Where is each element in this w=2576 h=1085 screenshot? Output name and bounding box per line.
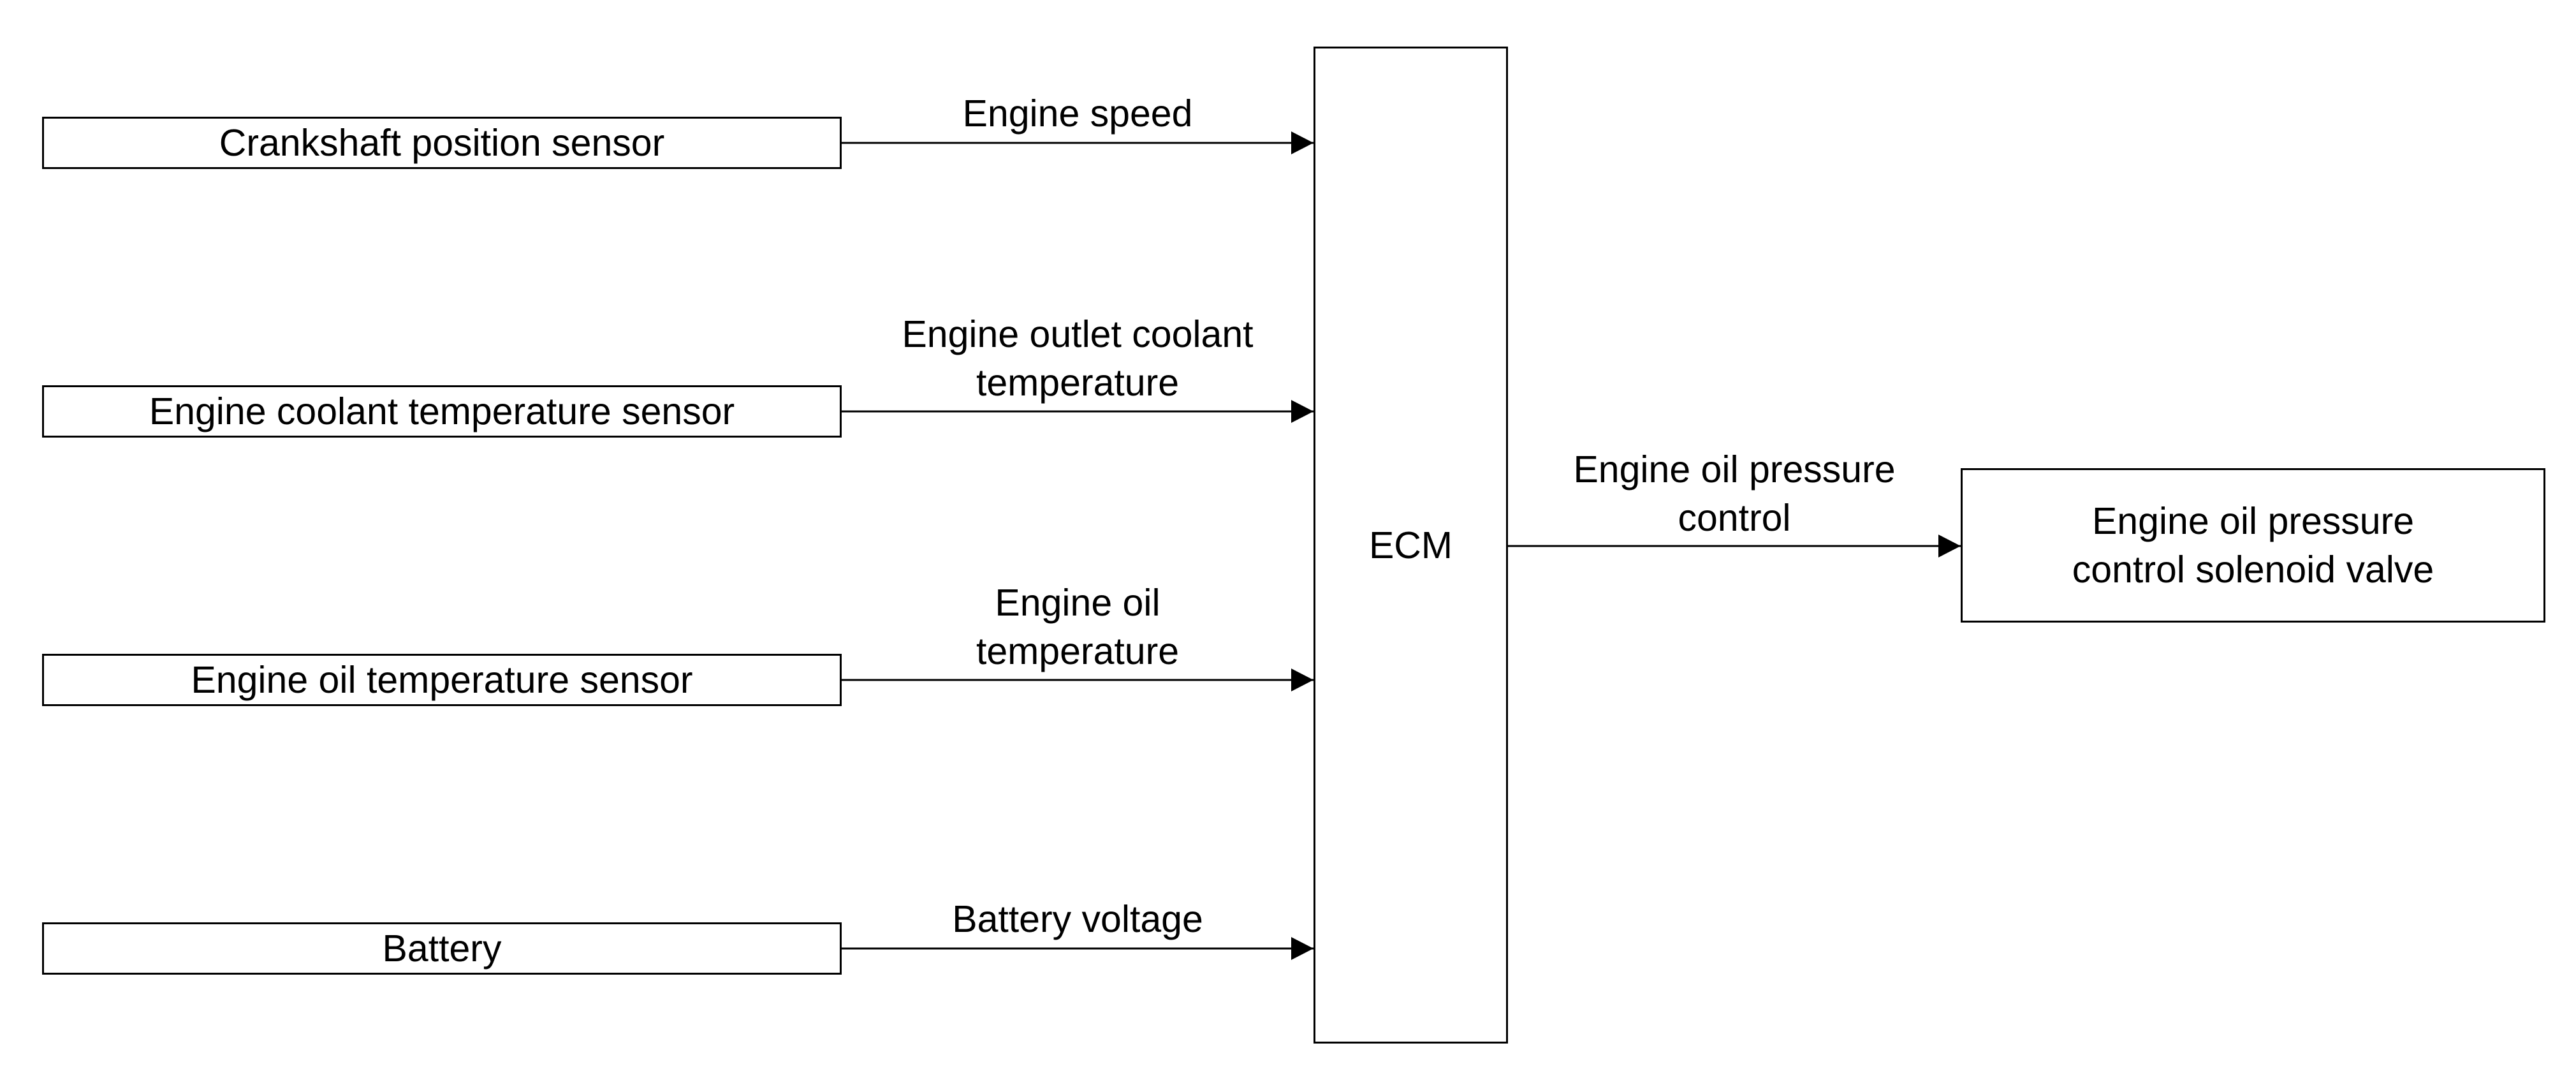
engine-coolant-temperature-sensor-label: Engine coolant temperature sensor bbox=[149, 390, 735, 432]
battery-label: Battery bbox=[382, 927, 502, 970]
engine-oil-pressure-control-solenoid-valve-box: Engine oil pressure control solenoid val… bbox=[1961, 468, 2545, 623]
solenoid-valve-line-2: control solenoid valve bbox=[2072, 549, 2434, 591]
output-signal-line-2: control bbox=[1678, 497, 1791, 539]
crankshaft-arrowhead bbox=[1291, 131, 1314, 154]
coolant-signal-line-2: temperature bbox=[976, 362, 1180, 404]
battery-box: Battery bbox=[42, 922, 842, 975]
oil-temp-arrowhead bbox=[1291, 668, 1314, 691]
engine-speed-signal-line-1: Engine speed bbox=[962, 92, 1193, 135]
ecm-label: ECM bbox=[1368, 524, 1453, 566]
output-signal-line-1: Engine oil pressure bbox=[1573, 448, 1896, 491]
engine-outlet-coolant-temperature-signal-label: Engine outlet coolant temperature bbox=[842, 293, 1314, 407]
coolant-signal-line-1: Engine outlet coolant bbox=[902, 313, 1254, 355]
solenoid-valve-line-1: Engine oil pressure bbox=[2091, 500, 2415, 542]
engine-coolant-temperature-sensor-box: Engine coolant temperature sensor bbox=[42, 385, 842, 438]
output-arrowhead bbox=[1938, 535, 1961, 557]
engine-oil-temperature-sensor-label: Engine oil temperature sensor bbox=[191, 659, 693, 701]
battery-voltage-signal-line-1: Battery voltage bbox=[952, 898, 1203, 940]
engine-speed-signal-label: Engine speed bbox=[842, 77, 1314, 138]
crankshaft-position-sensor-label: Crankshaft position sensor bbox=[219, 122, 665, 164]
battery-arrowhead bbox=[1291, 937, 1314, 960]
oil-temp-signal-line-1: Engine oil bbox=[995, 582, 1160, 624]
engine-oil-temperature-signal-label: Engine oil temperature bbox=[842, 562, 1314, 675]
ecm-box: ECM bbox=[1314, 47, 1508, 1044]
oil-temp-signal-line-2: temperature bbox=[976, 630, 1180, 672]
engine-oil-temperature-sensor-box: Engine oil temperature sensor bbox=[42, 654, 842, 706]
battery-voltage-signal-label: Battery voltage bbox=[842, 882, 1314, 943]
engine-oil-pressure-control-signal-label: Engine oil pressure control bbox=[1508, 429, 1961, 542]
coolant-arrowhead bbox=[1291, 400, 1314, 423]
crankshaft-position-sensor-box: Crankshaft position sensor bbox=[42, 117, 842, 169]
